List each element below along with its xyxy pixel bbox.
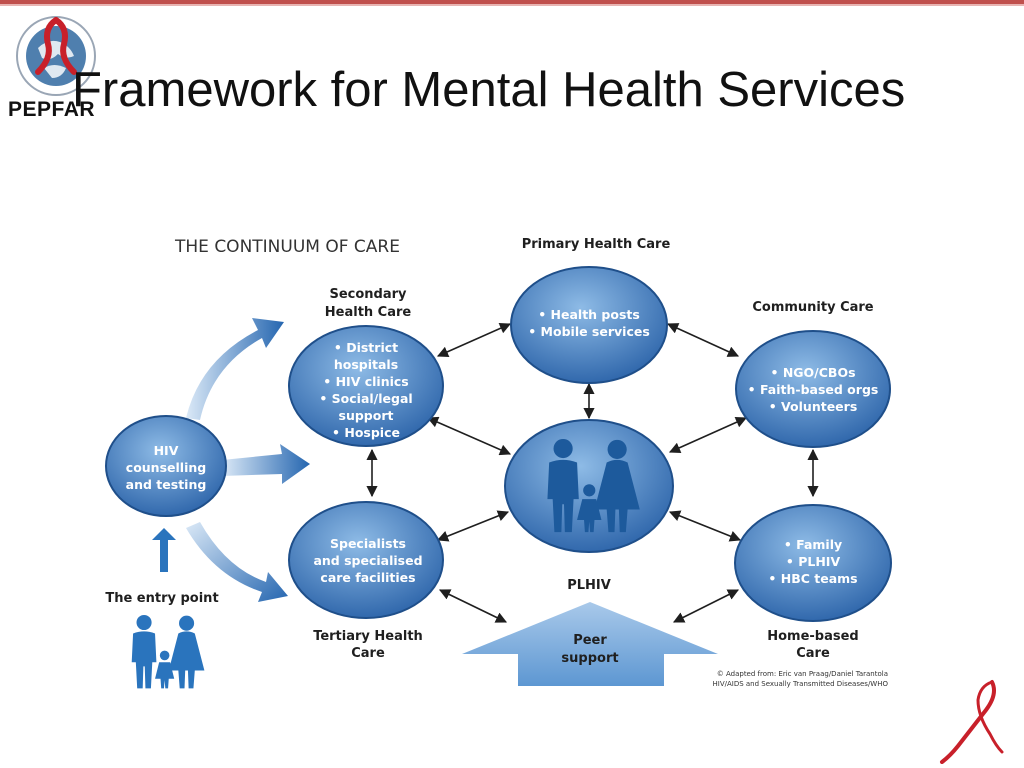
credit-line-2: HIV/AIDS and Sexually Transmitted Diseas…: [713, 680, 889, 688]
credit-line-1: © Adapted from: Eric van Praag/Daniel Ta…: [717, 670, 888, 678]
tertiary-caption-1: Tertiary Health: [313, 629, 423, 644]
secondary-caption-1: Secondary: [329, 287, 407, 302]
peer-support-label-2: support: [561, 651, 618, 666]
community-care-circle: [735, 330, 891, 448]
aids-ribbon-icon: [940, 680, 1004, 764]
home-item: • Family: [784, 537, 842, 552]
home-item: • PLHIV: [786, 554, 841, 569]
peer-support-label-1: Peer: [573, 633, 607, 648]
slide-title: Framework for Mental Health Services: [72, 63, 906, 117]
hiv-testing-circle: [105, 415, 227, 517]
tertiary-item: Specialists: [330, 536, 406, 551]
hiv-item: counselling: [126, 460, 206, 475]
peppfar-seal-icon: [16, 16, 96, 96]
tertiary-care-circle: [288, 501, 444, 619]
community-item: • Volunteers: [769, 399, 858, 414]
primary-caption: Primary Health Care: [522, 237, 671, 252]
logo-text: PEPFAR: [8, 98, 96, 121]
secondary-item: • Hospice: [332, 425, 400, 440]
secondary-care-circle: [288, 325, 444, 447]
secondary-item: hospitals: [334, 357, 398, 372]
top-rule-accent: [0, 4, 1024, 6]
connector-arrows: [366, 322, 819, 623]
community-item: • NGO/CBOs: [770, 365, 855, 380]
tertiary-item: care facilities: [320, 570, 415, 585]
community-item: • Faith-based orgs: [748, 382, 879, 397]
home-care-circle: [734, 504, 892, 622]
secondary-caption-2: Health Care: [325, 305, 412, 320]
secondary-item: • Social/legal: [319, 391, 412, 406]
entry-point-label: The entry point: [105, 591, 218, 606]
entry-family-icon: [131, 614, 205, 689]
secondary-item: • HIV clinics: [323, 374, 409, 389]
hiv-item: and testing: [126, 477, 207, 492]
home-item: • HBC teams: [768, 571, 857, 586]
circles: [105, 266, 892, 622]
primary-item: • Mobile services: [528, 324, 650, 339]
peer-support-arrow: [462, 602, 718, 686]
hiv-item: HIV: [154, 443, 179, 458]
home-caption-2: Care: [796, 646, 830, 661]
secondary-item: • District: [334, 340, 398, 355]
diagram-heading: THE CONTINUUM OF CARE: [174, 237, 400, 257]
tertiary-item: and specialised: [313, 553, 422, 568]
primary-care-circle: [510, 266, 668, 384]
flow-arrows: [152, 318, 310, 602]
community-caption: Community Care: [752, 300, 873, 315]
plhiv-caption: PLHIV: [567, 578, 611, 593]
primary-item: • Health posts: [538, 307, 640, 322]
top-rule: [0, 0, 1024, 4]
secondary-item: support: [339, 408, 394, 423]
tertiary-caption-2: Care: [351, 646, 385, 661]
home-caption-1: Home-based: [767, 629, 859, 644]
